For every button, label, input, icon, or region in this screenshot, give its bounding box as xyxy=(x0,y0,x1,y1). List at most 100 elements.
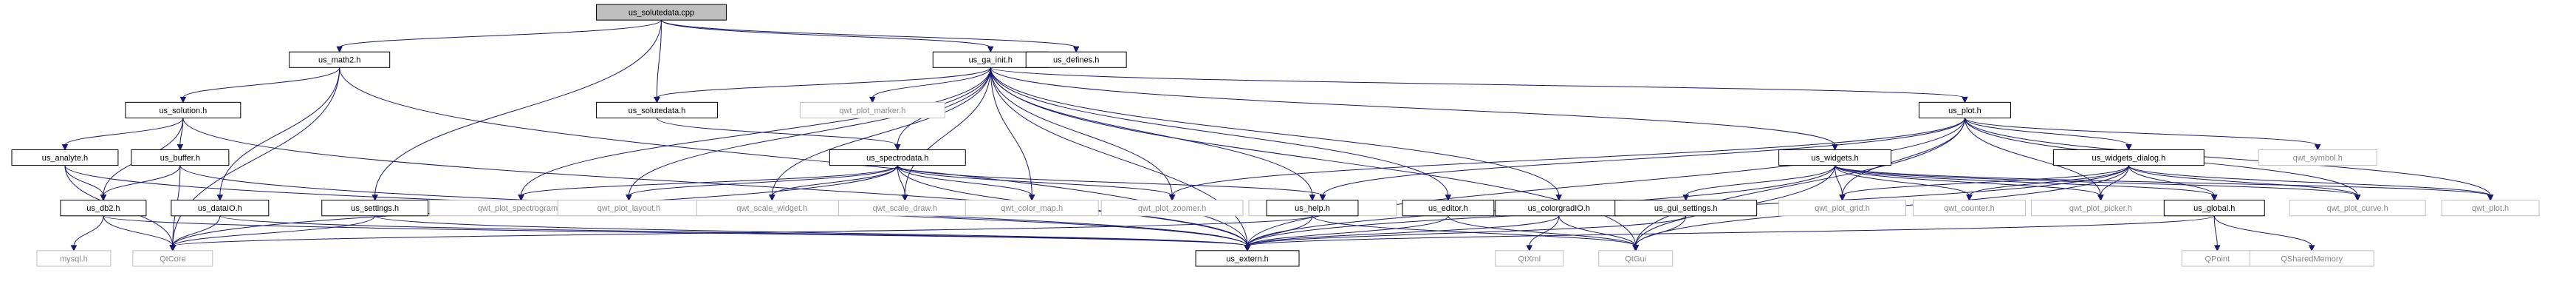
edge-us_widgets_h-to-qwt_plot_h xyxy=(1835,165,2491,197)
arrowhead-us_math2_h-to-us_solution_h xyxy=(179,96,187,104)
arrowhead-us_solutedata_h-to-us_spectrodata_h xyxy=(894,143,901,151)
edge-us_widgets_h-to-us_gui_settings_h xyxy=(1685,165,1836,196)
node-QSharedMemory: QSharedMemory xyxy=(2249,250,2374,267)
node-QtCore: QtCore xyxy=(132,250,213,267)
node-box-us_db2_h[interactable] xyxy=(60,200,147,217)
node-QtGui: QtGui xyxy=(1598,250,1674,267)
node-us_plot_h[interactable]: us_plot.h xyxy=(1919,101,2011,118)
node-us_solutedata_h[interactable]: us_solutedata.h xyxy=(596,101,718,118)
node-label-us_dataIO_h: us_dataIO.h xyxy=(198,204,242,213)
node-box-us_widgets_h[interactable] xyxy=(1778,149,1892,166)
node-us_global_h[interactable]: us_global.h xyxy=(2163,200,2265,217)
node-box-us_solutedata_h[interactable] xyxy=(596,101,718,118)
node-label-us_global_h: us_global.h xyxy=(2193,204,2235,213)
node-box-qwt_plot_h xyxy=(2441,200,2540,217)
node-box-qwt_counter_h xyxy=(1913,200,2026,217)
arrowhead-us_plot_h-to-qwt_symbol_h xyxy=(2314,143,2321,151)
node-box-us_editor_h[interactable] xyxy=(1402,200,1495,217)
node-label-us_plot_h: us_plot.h xyxy=(1948,107,1981,115)
node-us_settings_h[interactable]: us_settings.h xyxy=(321,200,429,217)
node-qwt_plot_h: qwt_plot.h xyxy=(2441,200,2540,217)
arrowhead-us_spectrodata_h-to-qwt_color_map_h xyxy=(1028,195,1035,201)
node-qwt_plot_grid_h: qwt_plot_grid.h xyxy=(1778,200,1907,217)
node-us_widgets_h[interactable]: us_widgets.h xyxy=(1778,149,1892,166)
edge-us_spectrodata_h-to-qwt_color_map_h xyxy=(897,165,1032,196)
node-us_help_h[interactable]: us_help.h xyxy=(1266,200,1359,217)
edge-us_ga_init_h-to-us_plot_h xyxy=(990,67,1965,98)
node-box-us_gui_settings_h[interactable] xyxy=(1614,200,1758,217)
node-box-us_widgets_dialog_h[interactable] xyxy=(2052,149,2205,166)
edge-us_widgets_h-to-qwt_counter_h xyxy=(1835,165,1970,196)
node-us_editor_h[interactable]: us_editor.h xyxy=(1402,200,1495,217)
edge-us_settings_h-to-us_extern_h xyxy=(374,215,1248,247)
edge-us_spectrodata_h-to-qwt_plot_spectrogram_h xyxy=(521,165,898,197)
node-box-us_buffer_h[interactable] xyxy=(131,149,230,166)
edge-us_widgets_h-to-us_global_h xyxy=(1835,165,2215,197)
node-qwt_scale_widget_h: qwt_scale_widget.h xyxy=(696,200,848,217)
node-box-qwt_plot_marker_h xyxy=(799,101,945,118)
arrowhead-us_widgets_h-to-us_gui_settings_h xyxy=(1682,195,1690,201)
node-box-us_help_h[interactable] xyxy=(1266,200,1359,217)
edge-us_solutedata_cpp-to-us_solutedata_h xyxy=(656,20,662,98)
edge-us_math2_h-to-us_extern_h xyxy=(339,67,1248,246)
edge-us_colorgradIO_h-to-QtXml xyxy=(1529,215,1560,246)
edge-us_spectrodata_h-to-qwt_scale_draw_h xyxy=(897,165,905,196)
node-box-us_dataIO_h[interactable] xyxy=(171,200,270,217)
edge-us_db2_h-to-QtCore xyxy=(103,215,174,246)
node-label-mysql_h: mysql.h xyxy=(60,254,88,263)
node-box-QSharedMemory xyxy=(2249,250,2374,267)
node-box-us_solution_h[interactable] xyxy=(125,101,242,118)
edge-us_spectrodata_h-to-qwt_plot_panner_h xyxy=(897,165,1323,197)
node-label-us_help_h: us_help.h xyxy=(1295,204,1330,213)
edge-us_spectrodata_h-to-qwt_plot_layout_h xyxy=(628,165,898,197)
edge-us_gui_settings_h-to-us_extern_h xyxy=(1247,215,1687,247)
node-box-us_solutedata_cpp[interactable] xyxy=(596,4,727,21)
node-box-us_defines_h[interactable] xyxy=(1025,51,1127,68)
node-label-us_colorgradIO_h: us_colorgradIO.h xyxy=(1528,204,1590,213)
edge-us_global_h-to-us_extern_h xyxy=(1247,215,2215,247)
node-box-us_global_h[interactable] xyxy=(2163,200,2265,217)
edge-us_db2_h-to-us_extern_h xyxy=(103,215,1248,247)
node-box-us_math2_h[interactable] xyxy=(289,51,391,68)
node-label-QtXml: QtXml xyxy=(1518,254,1541,263)
node-us_extern_h[interactable]: us_extern.h xyxy=(1195,250,1300,267)
node-box-us_analyte_h[interactable] xyxy=(11,149,119,166)
node-box-us_extern_h[interactable] xyxy=(1195,250,1300,267)
edge-us_colorgradIO_h-to-us_extern_h xyxy=(1247,215,1560,247)
node-label-qwt_plot_picker_h: qwt_plot_picker.h xyxy=(2069,204,2132,213)
node-us_widgets_dialog_h[interactable]: us_widgets_dialog.h xyxy=(2052,149,2205,166)
node-us_analyte_h[interactable]: us_analyte.h xyxy=(11,149,119,166)
arrowhead-us_widgets_h-to-qwt_plot_grid_h xyxy=(1839,195,1846,201)
node-box-us_plot_h[interactable] xyxy=(1919,101,2011,118)
node-box-QtXml xyxy=(1495,250,1564,267)
arrowhead-us_plot_h-to-us_widgets_dialog_h xyxy=(2125,143,2132,151)
node-mysql_h: mysql.h xyxy=(36,250,112,267)
edge-us_math2_h-to-us_solution_h xyxy=(182,67,340,98)
edge-us_ga_init_h-to-qwt_plot_layout_h xyxy=(628,67,991,196)
node-label-us_editor_h: us_editor.h xyxy=(1428,204,1468,213)
node-QPoint: QPoint xyxy=(2181,250,2253,267)
node-box-us_settings_h[interactable] xyxy=(321,200,429,217)
node-us_dataIO_h[interactable]: us_dataIO.h xyxy=(171,200,270,217)
arrowhead-us_spectrodata_h-to-qwt_plot_spectrogram_h xyxy=(518,195,524,201)
arrowhead-us_solutedata_cpp-to-us_math2_h xyxy=(336,46,343,53)
node-us_math2_h[interactable]: us_math2.h xyxy=(289,51,391,68)
edge-us_editor_h-to-us_extern_h xyxy=(1247,215,1449,247)
arrowhead-us_solutedata_cpp-to-us_settings_h xyxy=(371,195,379,201)
node-box-us_spectrodata_h[interactable] xyxy=(829,149,966,166)
arrowhead-us_solutedata_cpp-to-us_ga_init_h xyxy=(987,46,994,53)
edge-us_editor_h-to-QtGui xyxy=(1448,215,1637,247)
node-us_colorgradIO_h[interactable]: us_colorgradIO.h xyxy=(1495,200,1623,217)
node-us_db2_h[interactable]: us_db2.h xyxy=(60,200,147,217)
node-us_solution_h[interactable]: us_solution.h xyxy=(125,101,242,118)
node-us_spectrodata_h[interactable]: us_spectrodata.h xyxy=(829,149,966,166)
edge-us_spectrodata_h-to-qwt_plot_zoomer_h xyxy=(897,165,1173,197)
edge-us_plot_h-to-us_extern_h xyxy=(1247,118,1965,246)
node-us_buffer_h[interactable]: us_buffer.h xyxy=(131,149,230,166)
node-us_gui_settings_h[interactable]: us_gui_settings.h xyxy=(1614,200,1758,217)
arrowhead-us_colorgradIO_h-to-QtXml xyxy=(1526,245,1533,251)
node-us_solutedata_cpp[interactable]: us_solutedata.cpp xyxy=(596,4,727,21)
node-us_defines_h[interactable]: us_defines.h xyxy=(1025,51,1127,68)
